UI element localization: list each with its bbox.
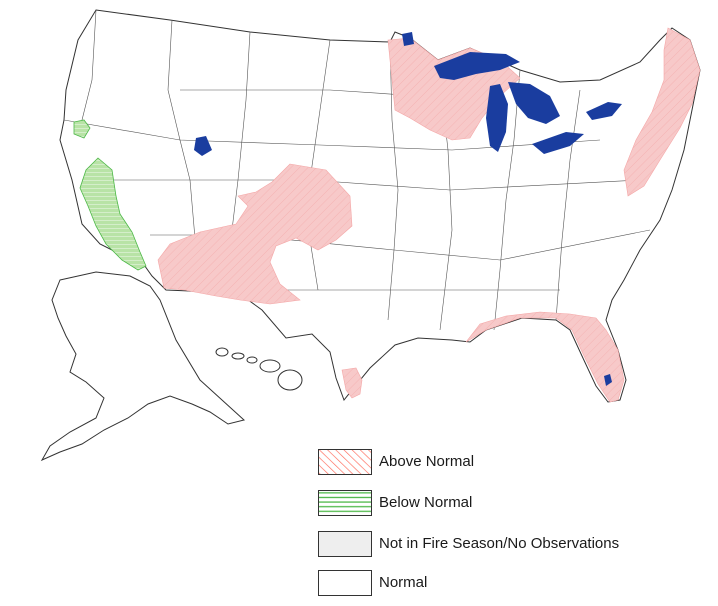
legend-item-normal: Normal	[318, 568, 718, 596]
lake-ontario	[586, 102, 622, 120]
below-normal-swatch	[318, 490, 372, 516]
great-salt-lake	[194, 136, 212, 156]
alaska-outline	[40, 271, 246, 462]
above-normal-swatch	[318, 449, 372, 475]
region-above-normal-southwest	[157, 163, 353, 305]
lake-of-the-woods	[402, 32, 414, 46]
legend-label-normal: Normal	[379, 574, 428, 591]
legend-label-below-normal: Below Normal	[379, 494, 473, 511]
legend-label-no-season: Not in Fire Season/No Observations	[379, 535, 620, 552]
water-bodies	[194, 32, 622, 386]
legend-item-no-season: Not in Fire Season/No Observations	[318, 529, 718, 557]
lake-superior	[434, 52, 520, 80]
lake-huron	[508, 82, 560, 124]
hawaii-islands	[215, 347, 303, 391]
legend-label-above-normal: Above Normal	[379, 453, 475, 470]
legend-item-above-normal: Above Normal	[318, 447, 718, 475]
no-season-swatch	[318, 531, 372, 557]
legend-item-below-normal: Below Normal	[318, 488, 718, 516]
region-above-normal-south-texas	[341, 367, 363, 399]
region-below-normal-north-california	[73, 119, 91, 139]
normal-swatch	[318, 570, 372, 596]
region-below-normal-california	[79, 157, 147, 271]
lake-erie	[532, 132, 584, 154]
region-above-normal-northeast	[623, 27, 701, 197]
region-above-normal-gulf-florida	[465, 311, 625, 403]
lake-okeechobee	[604, 374, 612, 386]
lake-michigan	[486, 84, 508, 152]
